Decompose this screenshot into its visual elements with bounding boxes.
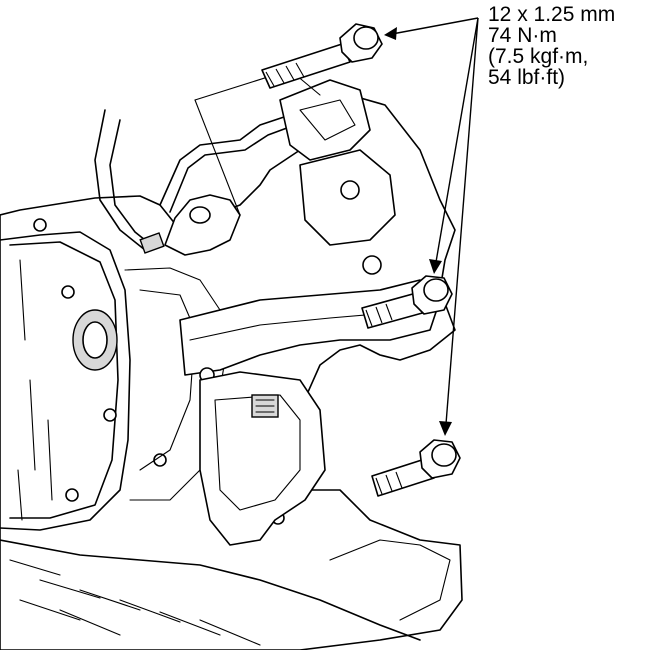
callout-line-torque-kgfm: (7.5 kgf·m,: [488, 45, 589, 68]
callout-line-torque-nm: 74 N·m: [488, 24, 557, 47]
callout-line-torque-lbfft: 54 lbf·ft): [488, 66, 566, 89]
transmission-housing: [0, 94, 463, 650]
bolt-top: [261, 23, 383, 89]
torque-spec-label: 12 x 1.25 mm 74 N·m (7.5 kgf·m, 54 lbf·f…: [488, 4, 615, 88]
callout-arrows: [384, 17, 479, 436]
bolt-bottom: [371, 439, 461, 497]
callout-line-size: 12 x 1.25 mm: [488, 3, 616, 26]
bolt-middle: [361, 275, 453, 329]
